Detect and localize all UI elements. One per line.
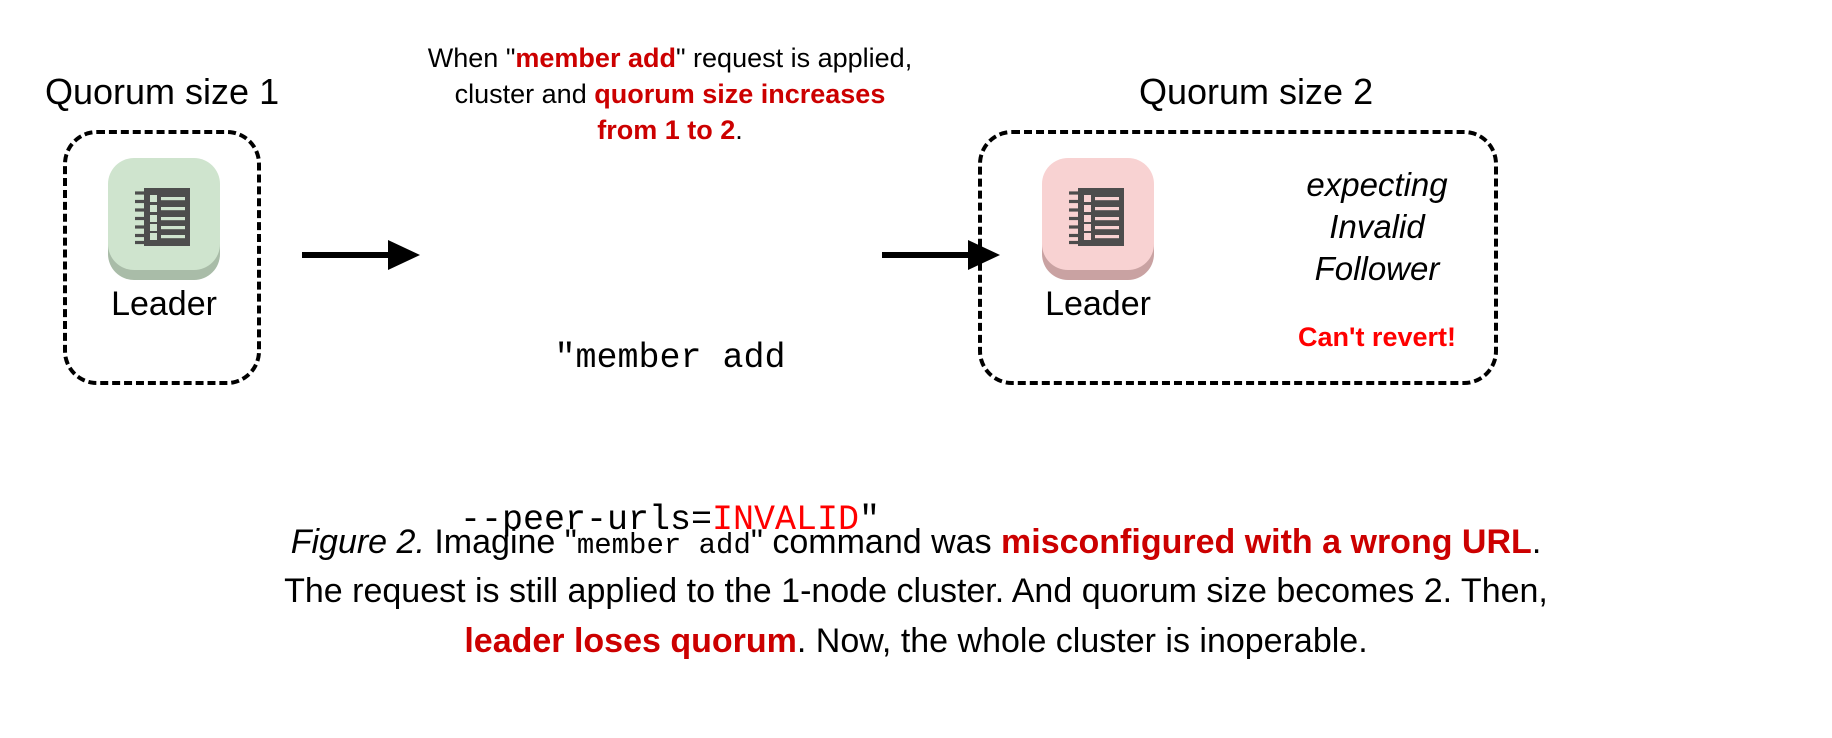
command-line-2: --peer-urls=INVALID" xyxy=(420,493,920,547)
right-node-tile xyxy=(1042,158,1154,280)
status-line-3: Follower xyxy=(1314,250,1440,288)
command-line-1: "member add xyxy=(554,337,786,378)
annotation-text: When "member add" request is applied, cl… xyxy=(370,40,970,149)
annotation-l1-c: " request is applied, xyxy=(675,43,913,73)
caption-s5: . Now, the whole cluster is inoperable. xyxy=(796,621,1368,660)
arrow-right-icon-right xyxy=(880,232,1000,283)
annotation-l1-a: When " xyxy=(427,43,516,73)
follower-status-text: expecting Invalid Follower xyxy=(1262,164,1492,291)
right-leader-node: Leader xyxy=(1042,158,1154,323)
caption-line-1: Figure 2. Imagine "member add" command w… xyxy=(136,518,1696,567)
command-invalid-value: INVALID xyxy=(712,500,860,541)
left-cluster-box: Leader xyxy=(63,130,261,385)
caption-s2: " command was xyxy=(750,523,1002,561)
caption-s3: . xyxy=(1531,523,1542,561)
annotation-line-3: from 1 to 2. xyxy=(370,112,970,148)
caption-line-2: The request is still applied to the 1-no… xyxy=(136,567,1696,616)
caption-line-3: leader loses quorum. Now, the whole clus… xyxy=(136,617,1696,666)
caption-s1: Imagine " xyxy=(424,523,577,561)
left-node-tile xyxy=(108,158,220,280)
right-cluster-box: Leader expecting Invalid Follower Can't … xyxy=(978,130,1498,385)
left-cluster-title: Quorum size 1 xyxy=(45,71,280,112)
status-line-1: expecting xyxy=(1306,166,1448,203)
caption-s4: The request is still applied to the 1-no… xyxy=(284,572,1548,611)
annotation-line-1: When "member add" request is applied, xyxy=(370,40,970,76)
command-block: "member add --peer-urls=INVALID" xyxy=(420,222,920,656)
caption-figure-number: Figure 2. xyxy=(290,523,425,561)
annotation-line-2: cluster and quorum size increases xyxy=(370,76,970,112)
arrow-right-icon-left xyxy=(300,232,420,283)
server-rack-icon xyxy=(127,180,201,259)
status-line-2: Invalid xyxy=(1329,208,1425,246)
caption-highlight-1: misconfigured with a wrong URL xyxy=(1001,523,1532,561)
annotation-l2-a: cluster and xyxy=(454,79,595,110)
left-leader-node: Leader xyxy=(108,158,220,323)
annotation-l3-c: . xyxy=(735,115,743,146)
command-flag: --peer-urls= xyxy=(459,500,712,541)
cant-revert-alert: Can't revert! xyxy=(1298,322,1456,352)
annotation-l2-highlight: quorum size increases xyxy=(594,79,886,110)
caption-highlight-2: leader loses quorum xyxy=(464,621,797,660)
caption-mono-command: member add xyxy=(576,529,751,562)
server-rack-icon xyxy=(1061,180,1135,259)
right-node-label: Leader xyxy=(1045,285,1151,323)
command-close-quote: " xyxy=(859,500,881,541)
right-cluster-title: Quorum size 2 xyxy=(1139,71,1374,112)
annotation-l1-highlight: member add xyxy=(515,43,676,73)
left-node-label: Leader xyxy=(111,285,217,323)
annotation-l3-highlight: from 1 to 2 xyxy=(597,115,736,146)
figure-caption: Figure 2. Imagine "member add" command w… xyxy=(136,518,1696,666)
